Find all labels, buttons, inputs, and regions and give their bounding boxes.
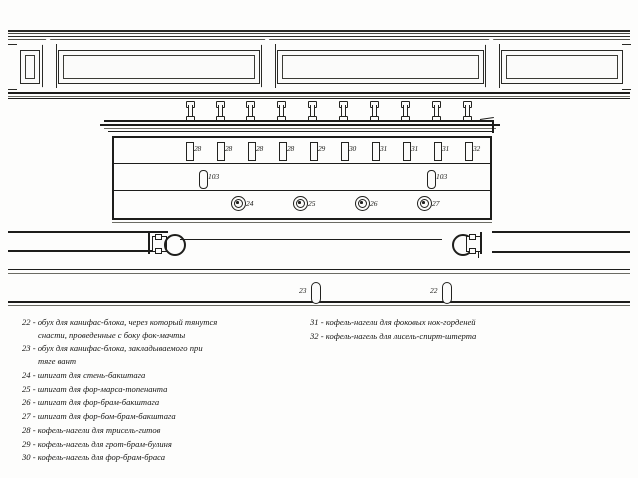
legend-line-continued: тяге вант [38, 355, 77, 366]
belaying-pin [463, 101, 472, 122]
legend-item: 32 - кофель-нагель для лисель-спирт-штер… [310, 330, 620, 343]
technical-drawing: 28 28 28 28 29 30 31 31 31 32 103 [0, 0, 638, 312]
pin-stub-label: 28 [225, 144, 233, 153]
pin-stub [465, 142, 473, 161]
legend-line-continued: снасти, проведенные с боку фок-мачты [38, 329, 186, 340]
legend-line: 26 - шпигат для фор-брам-бакштага [22, 397, 160, 408]
bulwark-panel [501, 50, 623, 84]
legend-line: 27 - шпигат для фор-бом-брам-бакштага [22, 411, 176, 422]
ring-collar [466, 234, 481, 254]
eye-fitting-label: 25 [308, 199, 316, 208]
legend-column-right: 31 - кофель-нагели для фоковых нок-горде… [310, 316, 620, 344]
pin-stub [434, 142, 442, 161]
loop-fitting [199, 170, 208, 189]
loop-fitting-label: 103 [208, 172, 220, 181]
legend-line: 32 - кофель-нагель для лисель-спирт-штер… [310, 330, 477, 341]
panel-edge-right [622, 44, 631, 90]
oval-fitting [442, 282, 452, 304]
pin-stub [341, 142, 349, 161]
pin-stub [186, 142, 194, 161]
legend-line: 30 - кофель-нагель для фор-брам-браса [22, 452, 166, 463]
panel-post [485, 44, 500, 88]
bulwark-panel [20, 50, 40, 84]
bulwark-panel [58, 50, 260, 84]
pin-stub [217, 142, 225, 161]
pin-stub-label: 30 [349, 144, 357, 153]
belaying-pin [370, 101, 379, 122]
legend-line: 29 - кофель-нагель для грот-брам-булиня [22, 438, 172, 449]
rail-underline-lines [8, 92, 630, 100]
legend-line: 22 - обух для канифас-блока, через котор… [22, 317, 218, 327]
legend-line: 31 - кофель-нагели для фоковых нок-горде… [310, 317, 476, 327]
belaying-pin [308, 101, 317, 122]
legend-line: 25 - шпигат для фор-марса-топенанта [22, 383, 168, 394]
legend-item: 26 - шпигат для фор-брам-бакштага [22, 396, 312, 409]
pin-stub [403, 142, 411, 161]
belaying-pin [216, 101, 225, 122]
legend-item: 28 - кофель-нагели для трисель-гитов [22, 424, 312, 437]
eye-fitting-label: 24 [246, 199, 254, 208]
pin-stub-label: 31 [380, 144, 388, 153]
pin-stub [279, 142, 287, 161]
ring-fitting [164, 234, 186, 256]
legend-item: 31 - кофель-нагели для фоковых нок-горде… [310, 316, 620, 329]
pin-stub-label: 28 [287, 144, 295, 153]
pin-stub [372, 142, 380, 161]
legend-line: 28 - кофель-нагели для трисель-гитов [22, 424, 161, 435]
pin-stub-label: 29 [318, 144, 326, 153]
legend-item: 29 - кофель-нагель для грот-брам-булиня [22, 438, 312, 451]
pin-stub-label: 31 [411, 144, 419, 153]
legend-item: 24 - шпигат для стень-бакштага [22, 369, 312, 382]
panel-edge-left [8, 44, 17, 90]
belaying-pin [246, 101, 255, 122]
legend-column-left: 22 - обух для канифас-блока, через котор… [22, 316, 312, 465]
oval-fitting-label: 22 [430, 286, 438, 295]
eye-fitting [417, 196, 432, 211]
eye-fitting [355, 196, 370, 211]
eye-fitting [231, 196, 246, 211]
bulwark-panel-belt [8, 44, 631, 90]
oval-fitting-label: 23 [299, 286, 307, 295]
belaying-pin [277, 101, 286, 122]
eye-fitting-label: 27 [432, 199, 440, 208]
pin-stub-label: 32 [473, 144, 481, 153]
legend-item: 23 - обух для канифас-блока, закладываем… [22, 342, 312, 367]
belaying-pin [186, 101, 195, 122]
panel-post [42, 44, 57, 88]
belaying-pin [432, 101, 441, 122]
pin-stub-label: 31 [442, 144, 450, 153]
legend-caption: 22 - обух для канифас-блока, через котор… [0, 316, 638, 478]
belaying-pin [339, 101, 348, 122]
pin-stub-label: 28 [256, 144, 264, 153]
pin-stub [248, 142, 256, 161]
bulwark-panel [277, 50, 484, 84]
upper-rail-lines [8, 30, 630, 40]
loop-fitting-label: 103 [436, 172, 448, 181]
oval-fitting [311, 282, 321, 304]
legend-item: 27 - шпигат для фор-бом-брам-бакштага [22, 410, 312, 423]
legend-item: 22 - обух для канифас-блока, через котор… [22, 316, 312, 341]
legend-line: 24 - шпигат для стень-бакштага [22, 369, 146, 380]
legend-item: 25 - шпигат для фор-марса-топенанта [22, 383, 312, 396]
loop-fitting [427, 170, 436, 189]
belaying-pin [401, 101, 410, 122]
eye-fitting-label: 26 [370, 199, 378, 208]
panel-post [261, 44, 276, 88]
legend-item: 30 - кофель-нагель для фор-брам-браса [22, 451, 312, 464]
legend-line: 23 - обух для канифас-блока, закладываем… [22, 343, 203, 354]
pin-stub [310, 142, 318, 161]
eye-fitting [293, 196, 308, 211]
ring-collar [152, 234, 167, 254]
pin-stub-label: 28 [194, 144, 202, 153]
